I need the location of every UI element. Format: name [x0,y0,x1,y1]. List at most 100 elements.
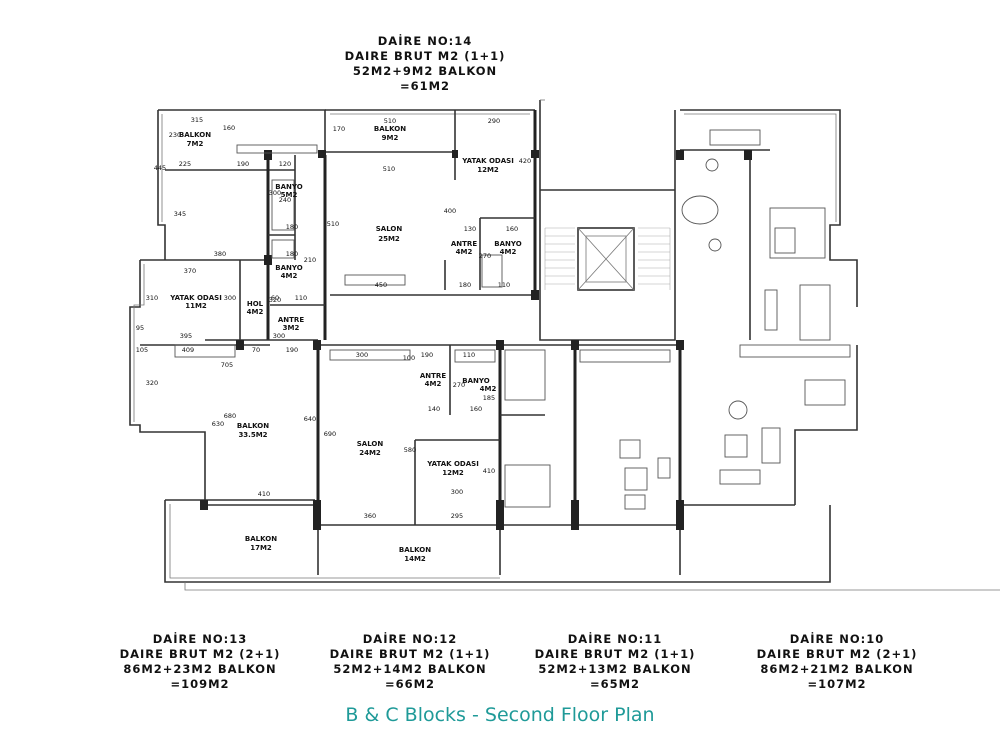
room-area: 4M2 [247,308,264,316]
dimension: 110 [295,294,307,302]
unit-label-11: DAİRE NO:11 DAIRE BRUT M2 (1+1) 52M2+13M… [500,632,730,692]
room-area: 4M2 [480,385,497,393]
dimension: 300 [224,294,236,302]
top-unit-label: DAİRE NO:14 DAIRE BRUT M2 (1+1) 52M2+9M2… [300,34,550,94]
room-area: 12M2 [442,469,464,477]
svg-text:YATAK ODASI: YATAK ODASI [461,157,514,165]
furniture [174,129,851,510]
dimension: 395 [180,332,192,340]
dimension: 445 [154,164,166,172]
dimension: 680 [224,412,236,420]
dimension: 290 [488,117,500,125]
dimension: 100 [403,354,415,362]
svg-text:4M2: 4M2 [247,308,264,316]
room-area: 14M2 [404,555,426,563]
dimension: 400 [444,207,456,215]
dimension: 270 [479,252,491,260]
svg-text:BANYO: BANYO [275,183,302,191]
dimension: 180 [286,250,298,258]
unit-label-12: DAİRE NO:12 DAIRE BRUT M2 (1+1) 52M2+14M… [295,632,525,692]
dimension: 170 [333,125,345,133]
unit-total: =107M2 [807,677,867,691]
dimension: 300 [451,488,463,496]
svg-text:4M2: 4M2 [456,248,473,256]
svg-text:33.5M2: 33.5M2 [238,431,267,439]
dimension: 580 [404,446,416,454]
room-name: BANYO [494,240,521,248]
dimension: 295 [451,512,463,520]
dimension: 690 [324,430,336,438]
dimension: 320 [269,296,281,304]
top-unit-gross: DAIRE BRUT M2 (1+1) [344,49,506,63]
svg-text:4M2: 4M2 [480,385,497,393]
unit-total: =66M2 [384,677,436,691]
dimension: 300 [273,332,285,340]
dimension: 270 [453,381,465,389]
svg-text:4M2: 4M2 [281,272,298,280]
dimension: 240 [279,196,291,204]
dimension: 180 [286,223,298,231]
room-name: SALON [357,440,384,448]
dimension: 70 [252,346,260,354]
dimension: 510 [384,117,396,125]
svg-text:ANTRE: ANTRE [451,240,477,248]
room-area: 9M2 [382,134,399,142]
room-name: YATAK ODASI [426,460,479,468]
unit-name: DAİRE NO:11 [567,632,663,646]
dimension: 360 [364,512,376,520]
structural-columns [200,150,752,530]
unit-calc: 86M2+21M2 BALKON [760,662,914,676]
unit-total: =109M2 [170,677,230,691]
floor-plan: BALKON 7M2 BANYO 5M2 BANYO 4M2 YATAK ODA… [129,99,1000,591]
dimension: 630 [212,420,224,428]
building-walls [129,99,1000,591]
dimension: 160 [470,405,482,413]
dimension: 225 [179,160,191,168]
room-area: 25M2 [378,235,400,243]
dimension: 640 [304,415,316,423]
room-area: 7M2 [187,140,204,148]
plan-title: B & C Blocks - Second Floor Plan [345,704,655,726]
dimension: 705 [221,361,233,369]
dimension: 510 [383,165,395,173]
room-area: 3M2 [283,324,300,332]
svg-text:4M2: 4M2 [500,248,517,256]
room-name: ANTRE [278,316,304,324]
dimension: 130 [464,225,476,233]
dimension: 95 [136,324,144,332]
unit-gross: DAIRE BRUT M2 (2+1) [756,647,918,661]
room-name: BALKON [374,125,406,133]
top-unit-calc: 52M2+9M2 BALKON [352,64,498,78]
svg-text:BALKON: BALKON [237,422,269,430]
dimension: 190 [237,160,249,168]
dimension: 345 [174,210,186,218]
dimension-labels: 315 230 160 445 225 190 120 300 240 345 … [136,116,531,520]
dimension: 110 [463,351,475,359]
room-area: 11M2 [185,302,207,310]
svg-text:YATAK ODASI: YATAK ODASI [169,294,222,302]
dimension: 380 [214,250,226,258]
unit-total: =65M2 [589,677,641,691]
svg-text:17M2: 17M2 [250,544,272,552]
svg-text:12M2: 12M2 [442,469,464,477]
unit-name: DAİRE NO:12 [362,632,458,646]
svg-text:24M2: 24M2 [359,449,381,457]
dimension: 160 [223,124,235,132]
room-area: 4M2 [456,248,473,256]
dimension: 180 [459,281,471,289]
svg-text:25M2: 25M2 [378,235,400,243]
dimension: 110 [498,281,510,289]
unit-calc: 86M2+23M2 BALKON [123,662,277,676]
room-name: YATAK ODASI [461,157,514,165]
svg-text:7M2: 7M2 [187,140,204,148]
dimension: 450 [375,281,387,289]
room-area: 4M2 [281,272,298,280]
dimension: 310 [146,294,158,302]
unit-label-13: DAİRE NO:13 DAIRE BRUT M2 (2+1) 86M2+23M… [85,632,315,692]
dimension: 185 [483,394,495,402]
room-name: BANYO [275,183,302,191]
room-area: 33.5M2 [238,431,267,439]
top-unit-total: =61M2 [399,79,451,93]
room-name: BALKON [399,546,431,554]
dimension: 160 [506,225,518,233]
